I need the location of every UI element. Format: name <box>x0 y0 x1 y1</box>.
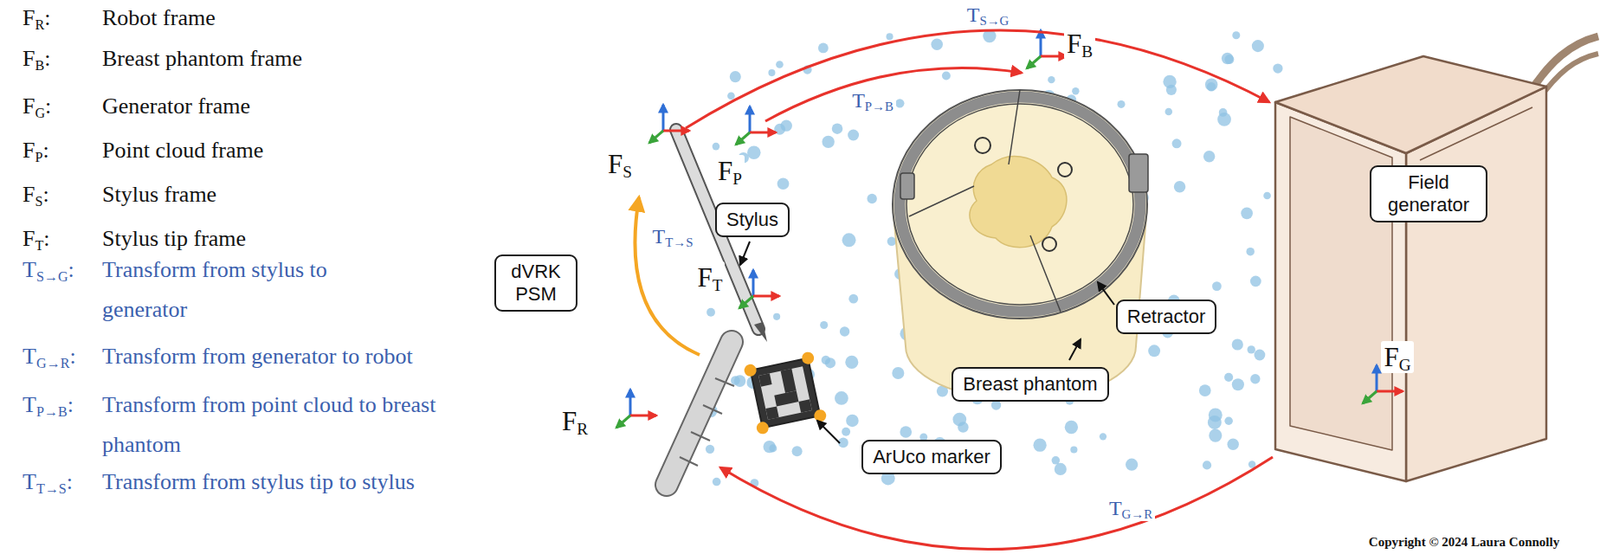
frame-symbol: FB: <box>22 45 51 73</box>
callout-arrows <box>740 241 1115 444</box>
frame-symbol: FR <box>559 405 591 438</box>
frame-symbol: TG→R <box>1106 496 1155 522</box>
definition-text: Robot frame <box>102 4 216 33</box>
box-label: ArUco marker <box>872 445 991 469</box>
definition-text: Point cloud frame <box>102 136 264 165</box>
frame-symbol: FG: <box>22 92 52 121</box>
frame-symbol: FS <box>605 148 635 181</box>
copyright-note: Copyright © 2024 Laura Connolly <box>1368 534 1560 550</box>
frame-symbol: TP→B <box>849 88 897 114</box>
frame-symbol: FP: <box>22 136 50 165</box>
label-box: dVRK PSM <box>494 254 578 312</box>
point-cloud <box>704 29 1284 488</box>
box-label: Stylus <box>726 208 779 232</box>
frame-symbol: TT→S: <box>22 468 73 497</box>
field-generator-drawing <box>1275 36 1599 482</box>
frame-symbol: FT: <box>22 225 51 253</box>
frame-symbol: TT→S <box>650 224 697 250</box>
box-label: Retractor <box>1127 305 1206 329</box>
label-box: Retractor <box>1116 299 1217 335</box>
box-label: Field generator <box>1380 171 1477 217</box>
box-label: dVRK PSM <box>505 260 567 306</box>
frame-symbol: TS→G <box>964 2 1013 28</box>
frame-symbol: FR: <box>22 4 51 33</box>
frame-axes <box>616 30 1403 428</box>
frame-symbol: FG <box>1380 341 1413 374</box>
definition-text: Transform from stylus to generator <box>102 250 388 330</box>
psm-drawing <box>666 341 735 485</box>
frame-symbol: FT <box>695 261 726 294</box>
definition-text: Transform from point cloud to breast pha… <box>102 385 449 465</box>
aruco-marker-drawing <box>742 350 827 435</box>
definition-text: Stylus tip frame <box>102 225 246 253</box>
label-box: Field generator <box>1369 165 1488 223</box>
definition-text: Generator frame <box>102 92 251 121</box>
frame-symbol: TP→B: <box>22 391 74 420</box>
definition-text: Transform from stylus tip to stylus <box>102 462 423 503</box>
frame-symbol: FB <box>1064 27 1096 60</box>
definition-text: Stylus frame <box>102 180 217 209</box>
frame-symbol: TG→R: <box>22 342 77 371</box>
transform-arrows <box>634 30 1273 550</box>
label-box: Stylus <box>715 202 790 238</box>
definition-text: Transform from generator to robot <box>102 342 413 371</box>
label-box: Breast phantom <box>951 367 1109 402</box>
box-label: Breast phantom <box>962 373 1097 396</box>
label-box: ArUco marker <box>861 439 1002 475</box>
definition-text: Breast phantom frame <box>102 45 303 73</box>
frame-symbol: TS→G: <box>22 256 75 284</box>
frame-symbol: FP <box>715 154 745 188</box>
frame-symbol: FS: <box>22 180 50 209</box>
breast-phantom-drawing <box>892 90 1149 400</box>
